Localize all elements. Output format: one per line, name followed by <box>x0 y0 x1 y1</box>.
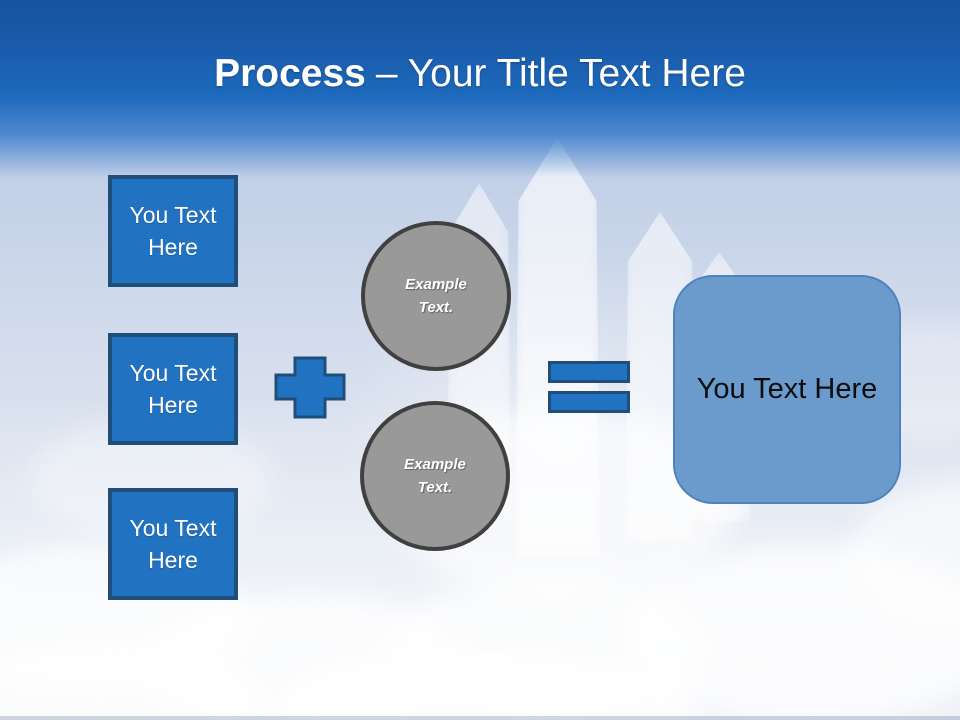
plus-icon <box>274 356 346 419</box>
equals-bar-bottom <box>548 391 630 413</box>
input-box-1-label: You Text Here <box>129 201 217 260</box>
bottom-edge <box>0 716 960 720</box>
input-box-3-label: You Text Here <box>129 514 217 573</box>
example-circle-2-label: Example Text. <box>404 455 466 496</box>
input-box-2: You Text Here <box>108 333 238 445</box>
equals-icon <box>548 361 630 421</box>
title-rest: – Your Title Text Here <box>375 52 746 95</box>
title-emphasis: Process <box>214 52 366 95</box>
title-banner: Process – Your Title Text Here <box>0 0 960 185</box>
equals-bar-top <box>548 361 630 383</box>
example-circle-2: Example Text. <box>360 401 510 551</box>
example-circle-1-label: Example Text. <box>405 275 467 316</box>
example-circle-1: Example Text. <box>361 221 511 371</box>
input-box-2-label: You Text Here <box>129 359 217 418</box>
input-box-3: You Text Here <box>108 488 238 600</box>
input-box-1: You Text Here <box>108 175 238 287</box>
result-box: You Text Here <box>673 275 901 504</box>
result-box-label: You Text Here <box>696 373 878 405</box>
slide-title: Process – Your Title Text Here <box>0 52 960 96</box>
